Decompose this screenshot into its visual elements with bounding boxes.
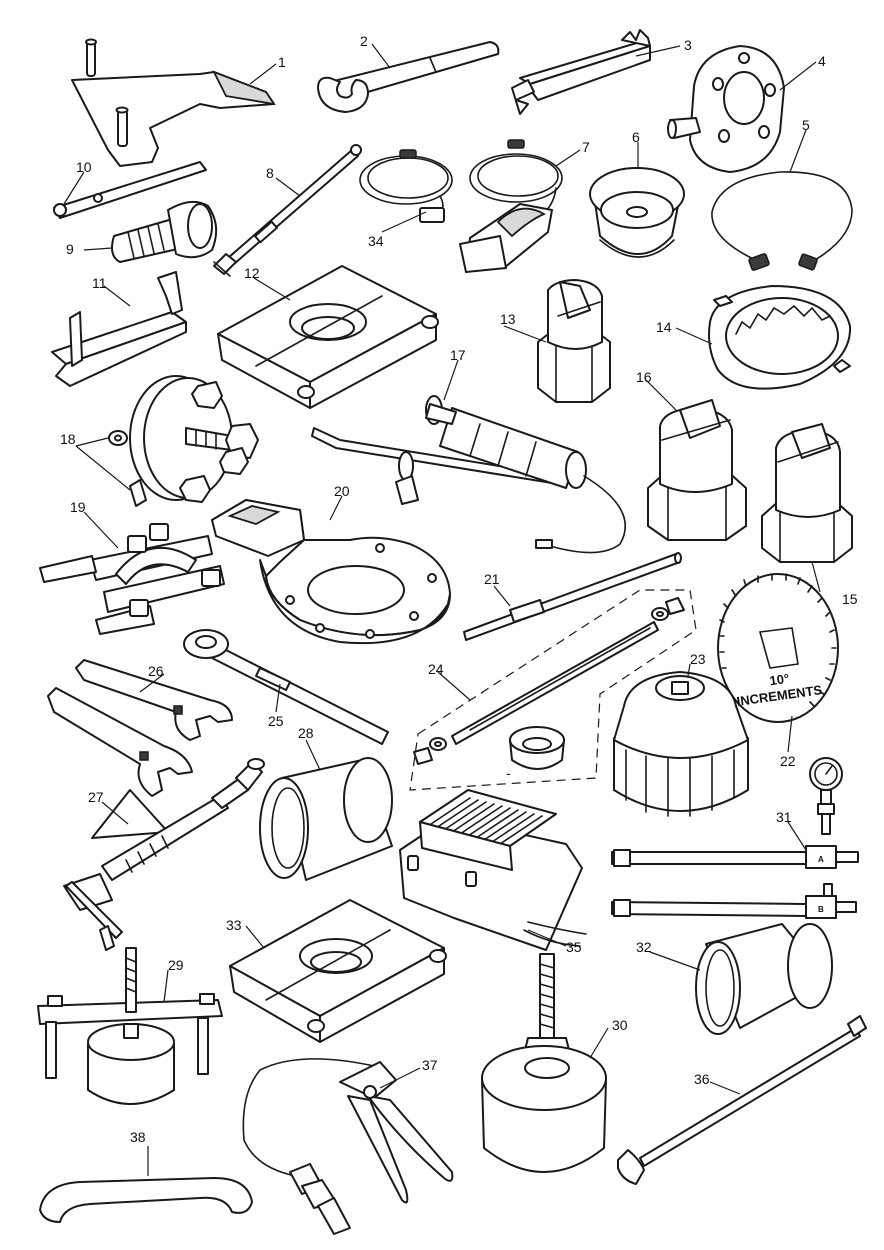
tool-35-module bbox=[399, 789, 587, 951]
callout-35: 35 bbox=[566, 939, 582, 955]
callout-36: 36 bbox=[694, 1071, 710, 1087]
tool-6-cup-adaptor bbox=[589, 167, 685, 258]
tool-38-bar bbox=[39, 1177, 253, 1223]
callout-9: 9 bbox=[66, 241, 74, 257]
callout-11: 11 bbox=[92, 275, 107, 291]
tool-5-sensor-lead bbox=[711, 171, 853, 271]
tool-25-tommy-bar bbox=[183, 629, 389, 745]
tool-34-cable bbox=[359, 149, 453, 223]
tool-31-pressure-gauge bbox=[611, 757, 859, 919]
callout-23: 23 bbox=[690, 651, 706, 667]
tool-12-slotted-plate bbox=[217, 265, 439, 409]
tool-19-bearing-separator bbox=[39, 523, 225, 635]
callout-34: 34 bbox=[368, 233, 384, 249]
tool-9-bolt bbox=[111, 200, 218, 263]
tool-3-locking-tool bbox=[511, 29, 651, 115]
tool-27-puller bbox=[63, 758, 265, 951]
callout-19: 19 bbox=[70, 499, 86, 515]
tool-18-hub-plate bbox=[108, 375, 259, 507]
callout-20: 20 bbox=[334, 483, 350, 499]
tool-37-clamp-pliers bbox=[242, 1058, 454, 1235]
callout-25: 25 bbox=[268, 713, 284, 729]
tool-30-press bbox=[481, 953, 607, 1173]
kit-marker: - bbox=[506, 765, 511, 781]
tool-15-large-socket bbox=[761, 423, 853, 563]
callout-18: 18 bbox=[60, 431, 76, 447]
tool-24-kit bbox=[409, 589, 697, 791]
callout-3: 3 bbox=[684, 37, 692, 53]
tool-22-degree-dial bbox=[717, 573, 839, 723]
callout-4: 4 bbox=[818, 53, 826, 69]
callout-26: 26 bbox=[148, 663, 164, 679]
callout-15: 15 bbox=[842, 591, 858, 607]
callout-29: 29 bbox=[168, 957, 184, 973]
tool-29-bearing-press bbox=[37, 947, 223, 1105]
callout-38: 38 bbox=[130, 1129, 146, 1145]
callout-27: 27 bbox=[88, 789, 104, 805]
tool-7-diagnostic-cable bbox=[459, 139, 563, 273]
tool-20-flange-tool bbox=[211, 499, 451, 645]
dial-line-1: 10° bbox=[769, 671, 791, 689]
tool-17-slide-hammer bbox=[311, 395, 626, 554]
callout-2: 2 bbox=[360, 33, 368, 49]
tool-8-rod bbox=[213, 144, 362, 277]
callout-28: 28 bbox=[298, 725, 314, 741]
tool-28-sleeve bbox=[259, 757, 393, 881]
tool-23-filter-wrench bbox=[613, 671, 749, 817]
callout-8: 8 bbox=[266, 165, 274, 181]
callout-17: 17 bbox=[450, 347, 466, 363]
callout-24: 24 bbox=[428, 661, 444, 677]
callout-numbers: 1 2 3 4 5 6 7 8 9 10 11 12 13 14 15 16 1… bbox=[60, 33, 858, 1145]
hose-tag-b: B bbox=[818, 905, 824, 914]
callout-7: 7 bbox=[582, 139, 590, 155]
callout-32: 32 bbox=[636, 939, 652, 955]
callout-22: 22 bbox=[780, 753, 796, 769]
callout-10: 10 bbox=[76, 159, 92, 175]
callout-30: 30 bbox=[612, 1017, 628, 1033]
callout-14: 14 bbox=[656, 319, 672, 335]
callout-6: 6 bbox=[632, 129, 640, 145]
tool-26-spanner-pair bbox=[47, 659, 233, 797]
hose-tag-a: A bbox=[818, 855, 824, 864]
callout-21: 21 bbox=[484, 571, 500, 587]
tool-4-flange-plate bbox=[667, 45, 785, 173]
callout-5: 5 bbox=[802, 117, 810, 133]
tool-1-bracket-plate bbox=[71, 38, 276, 167]
tool-36-rod bbox=[617, 1015, 867, 1185]
tool-14-toothed-ring bbox=[708, 285, 852, 390]
tool-16-large-socket bbox=[647, 399, 747, 541]
callout-37: 37 bbox=[422, 1057, 438, 1073]
callout-31: 31 bbox=[776, 809, 792, 825]
tool-32-sleeve bbox=[695, 923, 833, 1035]
tool-21-punch-rod bbox=[463, 552, 682, 641]
tool-33-slotted-plate bbox=[229, 899, 447, 1043]
tool-11-bracket bbox=[51, 271, 187, 387]
callout-33: 33 bbox=[226, 917, 242, 933]
callout-1: 1 bbox=[278, 54, 286, 70]
tool-13-hex-socket bbox=[537, 279, 611, 403]
callout-12: 12 bbox=[244, 265, 260, 281]
tool-10-link-bar bbox=[53, 161, 207, 219]
tool-2-c-spanner bbox=[317, 41, 500, 113]
leader-lines bbox=[63, 43, 821, 1176]
callout-13: 13 bbox=[500, 311, 516, 327]
callout-16: 16 bbox=[636, 369, 652, 385]
